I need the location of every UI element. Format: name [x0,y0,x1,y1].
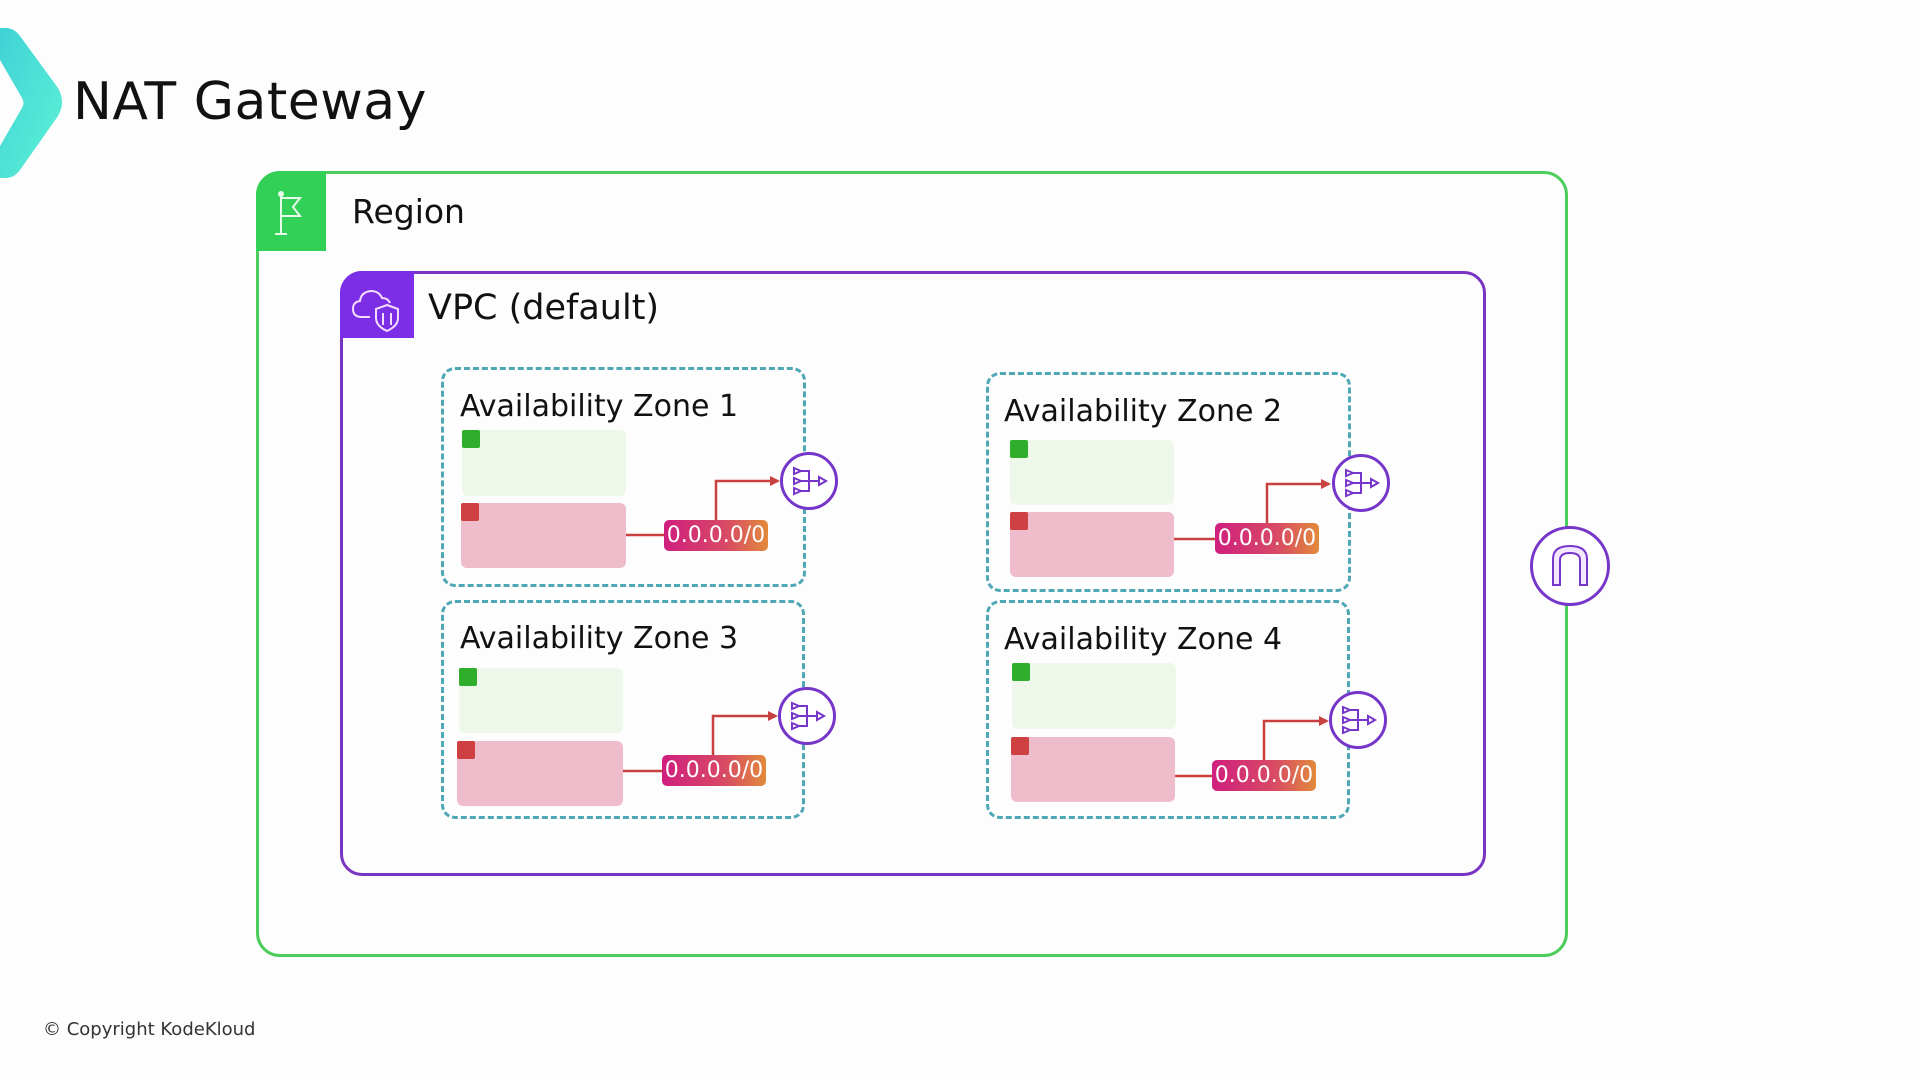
internet-gateway-icon [1552,544,1588,586]
public-subnet[interactable] [1010,440,1174,505]
route-table-badge[interactable]: 0.0.0.0/0 [662,755,766,786]
route-arrow [714,476,780,520]
unlocked-lock-icon [459,668,477,686]
nat-gateway[interactable] [1329,691,1387,749]
unlocked-lock-icon [462,430,480,448]
public-subnet[interactable] [459,668,623,733]
internet-gateway[interactable] [1530,526,1610,606]
route-table-badge[interactable]: 0.0.0.0/0 [1212,760,1316,791]
nat-gateway-icon [1342,705,1378,735]
private-subnet[interactable] [457,741,623,806]
cloud-shield-icon [351,289,399,333]
locked-lock-icon [1011,737,1029,755]
private-subnet[interactable] [1011,737,1175,802]
route-arrow [1265,479,1331,523]
route-arrow [1262,716,1329,760]
flag-icon [275,191,303,235]
private-subnet[interactable] [1010,512,1174,577]
nat-gateway[interactable] [780,452,838,510]
route-table-badge[interactable]: 0.0.0.0/0 [1215,523,1319,554]
vpc-label: VPC (default) [428,288,660,328]
az-label: Availability Zone 1 [460,389,739,424]
public-subnet[interactable] [462,430,626,496]
region-label: Region [352,192,465,231]
nat-gateway-icon [793,466,829,496]
page-title: NAT Gateway [73,72,427,132]
nat-gateway-icon [791,701,827,731]
unlocked-lock-icon [1012,663,1030,681]
az-label: Availability Zone 2 [1004,394,1283,429]
vpc-container [340,271,1486,876]
copyright-notice: © Copyright KodeKloud [43,1019,256,1040]
locked-lock-icon [461,503,479,521]
locked-lock-icon [457,741,475,759]
public-subnet[interactable] [1012,663,1176,729]
az-label: Availability Zone 3 [460,621,739,656]
private-subnet[interactable] [461,503,626,568]
route-table-badge[interactable]: 0.0.0.0/0 [664,520,768,551]
nat-gateway[interactable] [778,687,836,745]
nat-gateway[interactable] [1332,454,1390,512]
vpc-tag [340,271,414,338]
route-arrow [711,711,778,755]
locked-lock-icon [1010,512,1028,530]
nat-gateway-icon [1345,468,1381,498]
unlocked-lock-icon [1010,440,1028,458]
kodekloud-logo-chevron-icon [0,28,62,178]
az-label: Availability Zone 4 [1004,622,1283,657]
region-tag [256,171,326,251]
